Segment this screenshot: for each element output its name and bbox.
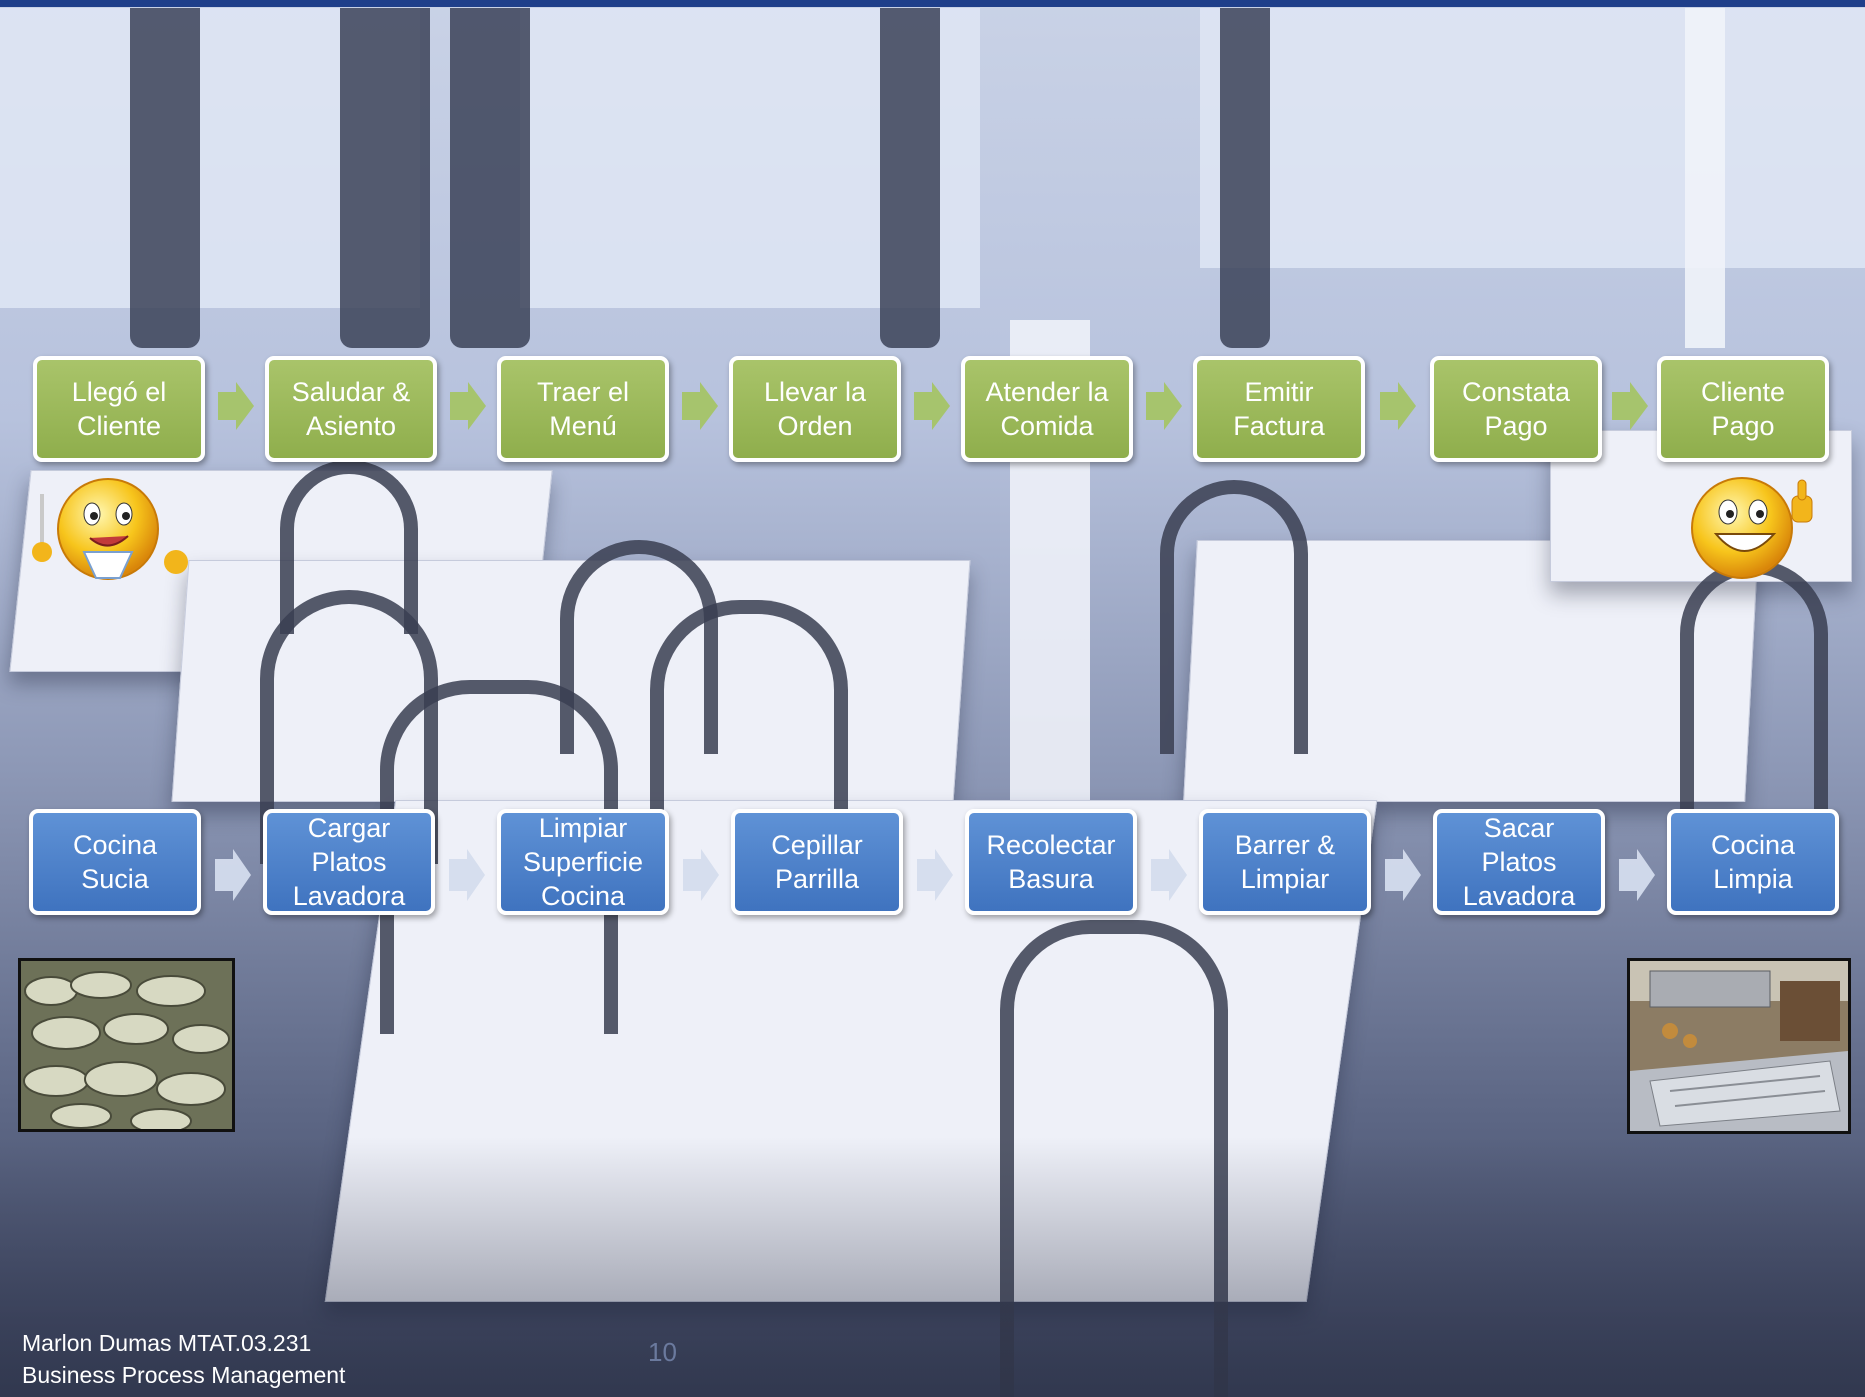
step-label: Cargar Platos Lavadora <box>292 813 406 911</box>
step-label: Cocina Limpia <box>1710 830 1796 894</box>
step-cocina-sucia: Cocina Sucia <box>29 809 201 915</box>
step-traer-el-menu: Traer el Menú <box>497 356 669 462</box>
arrow-right-icon <box>683 849 719 901</box>
step-cargar-platos-lavadora: Cargar Platos Lavadora <box>263 809 435 915</box>
dishes-image <box>21 961 232 1129</box>
arrow-right-icon <box>682 382 718 430</box>
step-label: Constata Pago <box>1461 377 1571 441</box>
page-number: 10 <box>648 1337 677 1367</box>
flow-arrows-top <box>218 382 1648 430</box>
step-label: Sacar Platos Lavadora <box>1462 813 1576 911</box>
step-sacar-platos-lavadora: Sacar Platos Lavadora <box>1433 809 1605 915</box>
flow-arrows-bottom <box>215 849 1655 901</box>
step-label: Barrer & Limpiar <box>1234 830 1336 894</box>
step-cepillar-parrilla: Cepillar Parrilla <box>731 809 903 915</box>
arrow-right-icon <box>917 849 953 901</box>
step-atender-la-comida: Atender la Comida <box>961 356 1133 462</box>
arrow-right-icon <box>914 382 950 430</box>
step-label: Atender la Comida <box>985 377 1109 441</box>
step-recolectar-basura: Recolectar Basura <box>965 809 1137 915</box>
step-label: Cliente Pago <box>1700 377 1786 441</box>
step-saludar-asiento: Saludar & Asiento <box>265 356 437 462</box>
arrow-right-icon <box>215 849 251 901</box>
step-llevar-la-orden: Llevar la Orden <box>729 356 901 462</box>
step-label: Emitir Factura <box>1233 377 1325 441</box>
arrow-right-icon <box>1380 382 1416 430</box>
arrow-right-icon <box>449 849 485 901</box>
arrow-right-icon <box>450 382 486 430</box>
footer-author: Marlon Dumas MTAT.03.231 <box>22 1330 312 1356</box>
step-emitir-factura: Emitir Factura <box>1193 356 1365 462</box>
step-label: Saludar & Asiento <box>291 377 411 441</box>
step-label: Llegó el Cliente <box>71 377 167 441</box>
clean-kitchen-photo <box>1627 958 1851 1134</box>
arrow-right-icon <box>218 382 254 430</box>
step-llego-el-cliente: Llegó el Cliente <box>33 356 205 462</box>
step-label: Llevar la Orden <box>763 377 867 441</box>
arrow-right-icon <box>1146 382 1182 430</box>
step-limpiar-superficie-cocina: Limpiar Superficie Cocina <box>497 809 669 915</box>
top-bar <box>0 0 1865 7</box>
step-label: Recolectar Basura <box>986 830 1116 894</box>
thumbs-up-smiley-icon <box>1691 477 1813 579</box>
dirty-dishes-photo <box>18 958 235 1132</box>
step-barrer-limpiar: Barrer & Limpiar <box>1199 809 1371 915</box>
step-cocina-limpia: Cocina Limpia <box>1667 809 1839 915</box>
arrow-right-icon <box>1619 849 1655 901</box>
step-label: Traer el Menú <box>536 377 630 441</box>
arrow-right-icon <box>1151 849 1187 901</box>
hungry-smiley-icon <box>32 478 188 580</box>
arrow-right-icon <box>1385 849 1421 901</box>
footer-course: Business Process Management <box>22 1362 346 1388</box>
step-cliente-pago: Cliente Pago <box>1657 356 1829 462</box>
step-label: Cocina Sucia <box>72 830 158 894</box>
kitchen-image <box>1630 961 1848 1131</box>
step-label: Limpiar Superficie Cocina <box>522 813 644 911</box>
step-label: Cepillar Parrilla <box>771 830 863 894</box>
step-constata-pago: Constata Pago <box>1430 356 1602 462</box>
arrow-right-icon <box>1612 382 1648 430</box>
